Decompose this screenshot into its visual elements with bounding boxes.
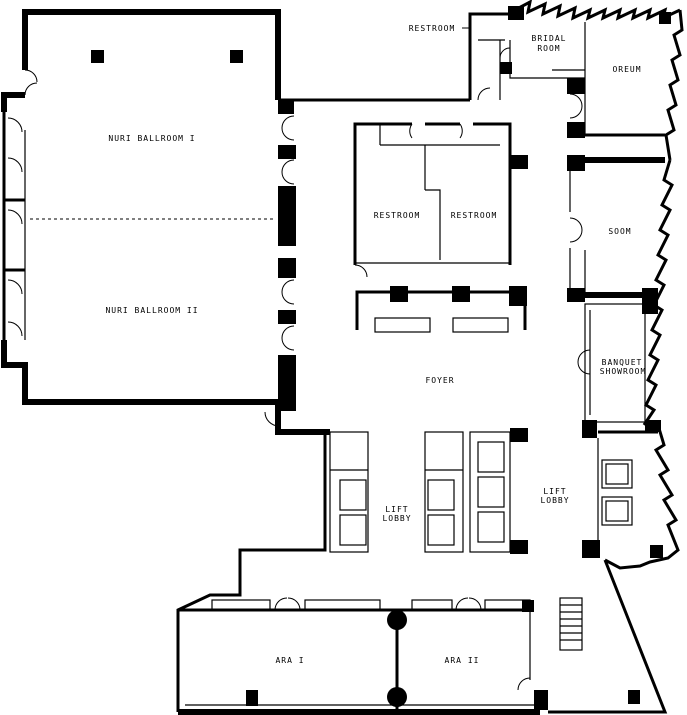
ara-walls: [178, 559, 668, 715]
oreum-walls: [567, 22, 665, 138]
restroom-top-walls: [468, 6, 585, 101]
label-ara-2: ARA II: [445, 656, 480, 665]
label-oreum: OREUM: [612, 65, 641, 74]
label-restroom-top: RESTROOM: [409, 24, 456, 33]
room-labels: RESTROOM BRIDAL ROOM OREUM NURI BALLROOM…: [105, 24, 647, 665]
stairs: [559, 597, 583, 651]
label-soom: SOOM: [608, 227, 631, 236]
outer-zigzag-wall: [514, 0, 684, 570]
label-restroom-right: RESTROOM: [451, 211, 498, 220]
lift-lobby-left-walls: [176, 428, 528, 712]
banquet-walls: [577, 303, 661, 438]
label-ara-1: ARA I: [275, 656, 304, 665]
label-lift-lobby-left-line2: LOBBY: [382, 514, 411, 523]
label-bridal-line1: BRIDAL: [532, 34, 567, 43]
ballroom-doors: [7, 69, 295, 427]
nuri-ballroom-walls: [1, 9, 470, 435]
foyer-counter: [355, 286, 527, 333]
label-banquet-line2: SHOWROOM: [600, 367, 647, 376]
label-nuri-ballroom-1: NURI BALLROOM I: [108, 134, 195, 143]
soom-walls: [567, 155, 665, 314]
label-bridal-line2: ROOM: [537, 44, 560, 53]
label-restroom-left: RESTROOM: [374, 211, 421, 220]
lift-lobby-right-walls: [582, 430, 658, 558]
label-nuri-ballroom-2: NURI BALLROOM II: [105, 306, 198, 315]
label-lift-lobby-left-line1: LIFT: [385, 505, 408, 514]
label-foyer: FOYER: [425, 376, 454, 385]
label-lift-lobby-right-line1: LIFT: [543, 487, 566, 496]
label-banquet-line1: BANQUET: [602, 358, 643, 367]
label-lift-lobby-right-line2: LOBBY: [540, 496, 569, 505]
ballroom-columns: [91, 50, 296, 411]
restroom-center-walls: [353, 122, 528, 278]
